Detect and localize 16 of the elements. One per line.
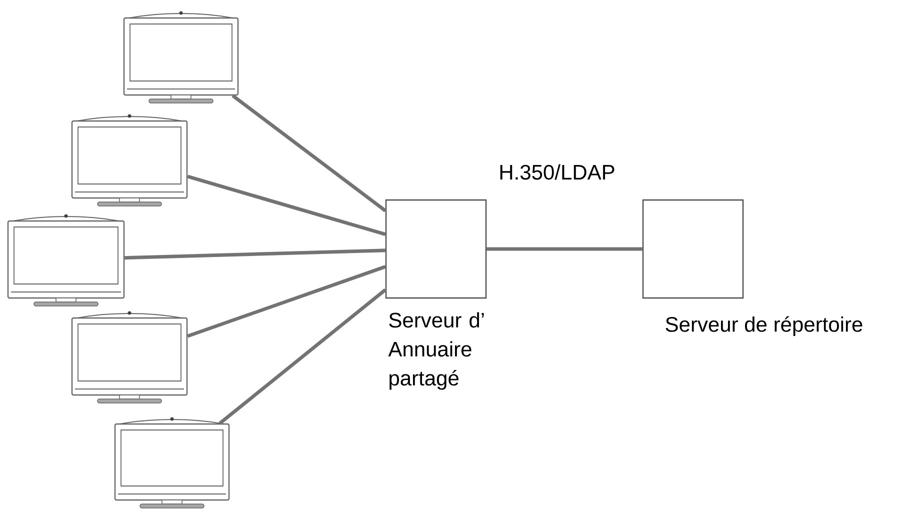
connector-line [486,247,642,251]
monitor-drawing [114,417,230,508]
edge-label: H.350/LDAP [498,163,616,181]
node-label: Serveur de répertoire [666,316,862,336]
monitor-drawing [71,114,188,206]
server-box: Serveur de répertoire [642,199,862,336]
connector-line [232,94,386,212]
connector-line [124,248,386,260]
monitor-drawing [71,311,188,404]
node-label: Serveur d’ Annuaire partagé [388,312,484,390]
monitor-drawing [7,214,125,306]
monitor-drawing [123,11,239,104]
server-box: Serveur d’ Annuaire partagé [385,199,487,390]
connector-line [187,174,386,236]
connector-line [218,288,386,425]
connector-line [187,265,386,338]
